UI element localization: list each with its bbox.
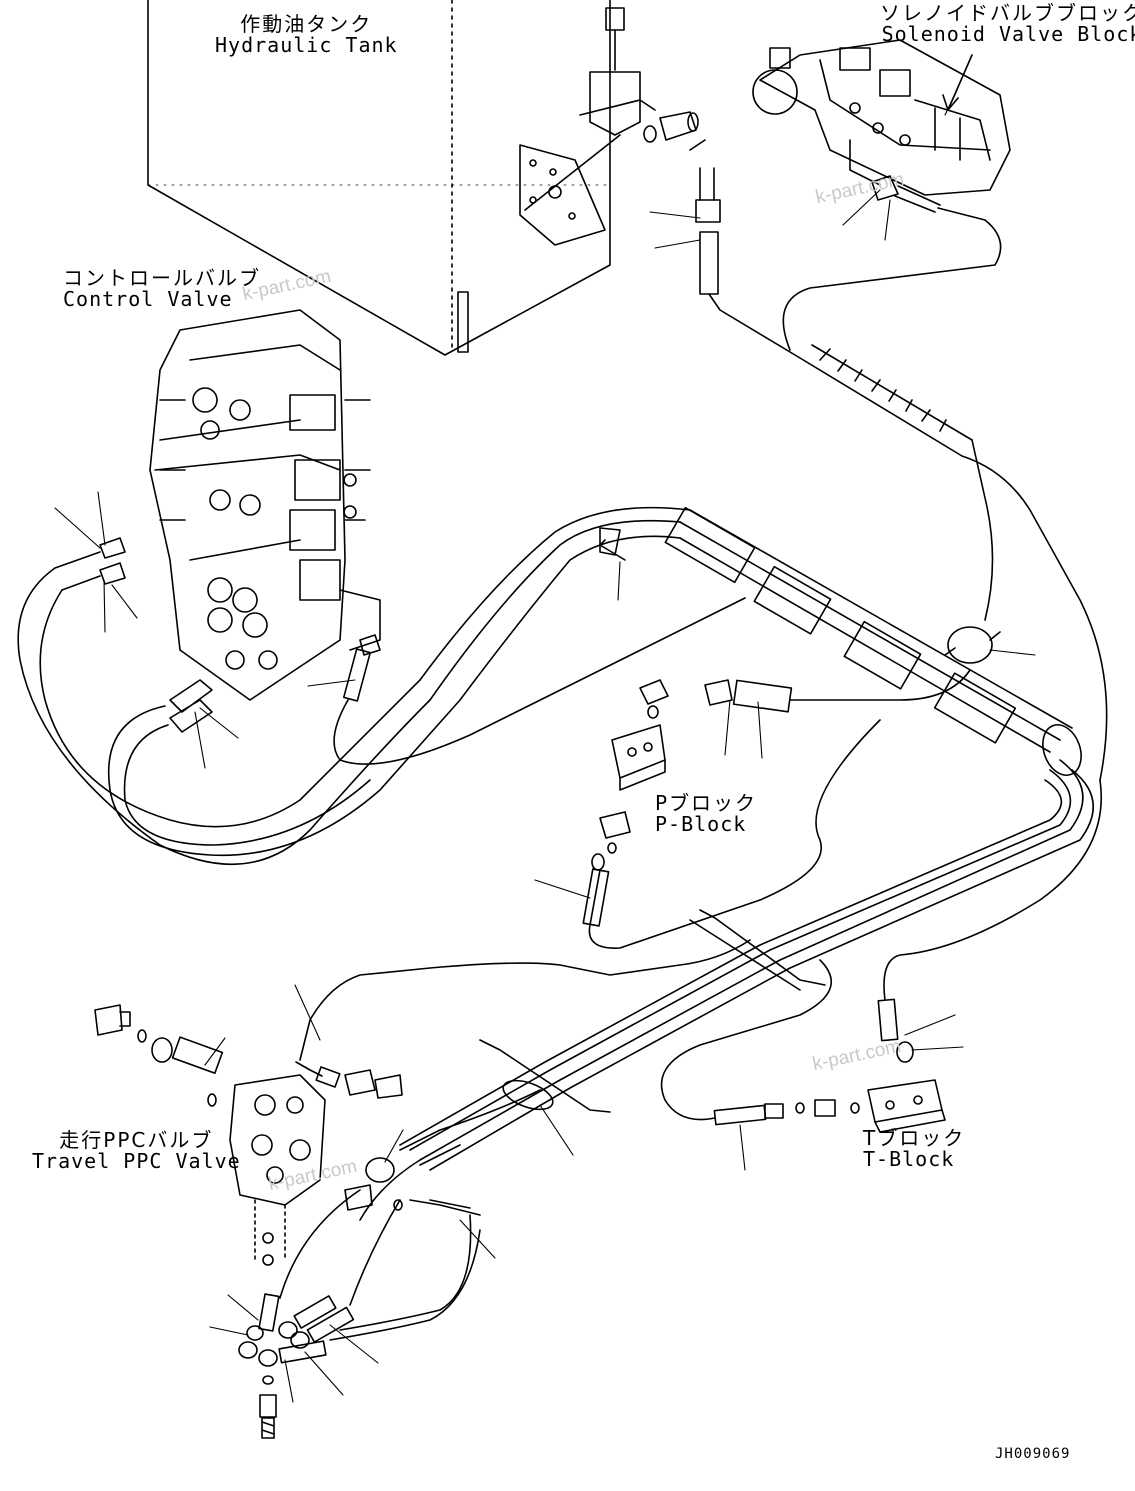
hydraulic-tank-label-en: Hydraulic Tank (215, 33, 398, 57)
hydraulic-tank-label-jp: 作動油タンク (240, 12, 373, 36)
travel-ppc-valve-label: 走行PPCバルブ Travel PPC Valve (32, 1130, 241, 1172)
hose-clamp (599, 527, 1001, 664)
p-block-drawing (599, 679, 669, 854)
lower-hose-bundle (359, 759, 1094, 1221)
control-valve-label-jp: コントロールバルブ (63, 266, 261, 290)
travel-ppc-valve-label-en: Travel PPC Valve (32, 1149, 241, 1173)
solenoid-hose (782, 175, 1002, 351)
p-block-label-en: P-Block (655, 812, 747, 836)
ppc-valve-bolt (259, 1375, 277, 1439)
control-valve-drawing (149, 309, 381, 701)
solenoid-valve-block-drawing (752, 39, 1011, 196)
solenoid-valve-block-label: ソレノイドバルブブロック Solenoid Valve Block (880, 3, 1135, 45)
p-block-hose (582, 719, 881, 949)
tank-flange-plate (519, 144, 606, 246)
solenoid-valve-block-label-en: Solenoid Valve Block (881, 22, 1135, 46)
control-valve-label-en: Control Valve (63, 287, 233, 311)
tank-port-fitting (524, 7, 706, 211)
ppc-valve-hose (295, 939, 751, 1088)
control-valve-right-hose (333, 597, 746, 765)
control-valve-left-hoses (17, 537, 461, 866)
travel-ppc-valve-drawing (229, 1074, 326, 1266)
leader-lines (54, 89, 1036, 1403)
solenoid-valve-block-label-jp: ソレノイドバルブブロック (880, 1, 1135, 25)
t-block-hoses (660, 779, 1102, 1126)
travel-ppc-valve-label-jp: 走行PPCバルブ (59, 1128, 214, 1152)
t-block-drawing (867, 1079, 946, 1133)
hydraulic-tank-outline (147, 0, 611, 356)
p-block-label: Pブロック P-Block (655, 793, 757, 835)
t-block-label-jp: Tブロック (863, 1126, 966, 1150)
drawing-code: JH009069 (995, 1446, 1071, 1462)
p-block-label-jp: Pブロック (655, 791, 758, 815)
control-valve-label: コントロールバルブ Control Valve (63, 268, 261, 310)
main-hose-bundle (419, 506, 1082, 776)
ppc-valve-fittings (94, 1004, 403, 1211)
hydraulic-tank-label: 作動油タンク Hydraulic Tank (215, 14, 398, 56)
ppc-valve-lower-hoses (238, 1089, 541, 1367)
tank-return-hose (695, 167, 801, 359)
solenoid-arrow-icon (942, 54, 973, 111)
p-block-pressure-hose (704, 669, 971, 713)
t-block-label: Tブロック T-Block (863, 1128, 965, 1170)
spiral-protector (799, 344, 1108, 781)
t-block-label-en: T-Block (863, 1147, 955, 1171)
